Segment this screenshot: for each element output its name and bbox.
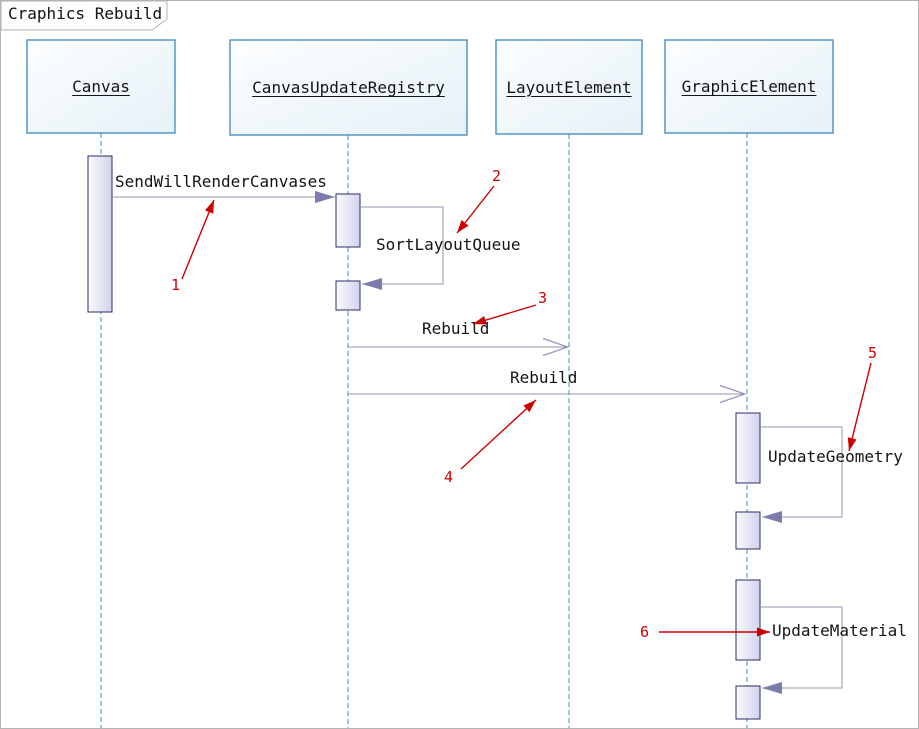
annotation-number-6: 6 (640, 623, 650, 641)
message-label-rebuild-layout: Rebuild (422, 319, 490, 338)
participant-label-layoutelement: LayoutElement (506, 77, 632, 97)
message-label-rebuild-graphic: Rebuild (510, 368, 578, 387)
message-label-updategeometry: UpdateGeometry (768, 447, 903, 466)
diagram-title: Craphics Rebuild (8, 4, 163, 23)
participant-label-canvasupdateregistry: CanvasUpdateRegistry (252, 78, 445, 97)
participant-label-graphicelement: GraphicElement (681, 77, 817, 96)
annotation-number-1: 1 (171, 276, 181, 294)
annotation-number-3: 3 (538, 289, 548, 307)
annotation-number-4: 4 (444, 468, 454, 486)
message-label-sendwillrendercanvases: SendWillRenderCanvases (115, 172, 327, 191)
message-label-updatematerial: UpdateMaterial (772, 621, 907, 640)
annotation-number-2: 2 (492, 167, 502, 185)
annotation-number-5: 5 (868, 344, 878, 362)
participant-label-canvas: Canvas (72, 77, 130, 96)
message-label-sortlayoutqueue: SortLayoutQueue (376, 235, 521, 254)
